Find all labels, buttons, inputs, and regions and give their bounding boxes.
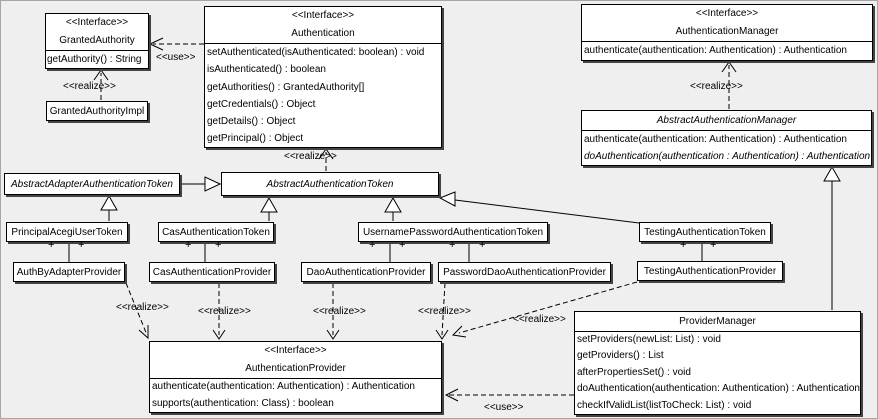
method: getProviders() : List <box>577 350 664 362</box>
realize-label: <<realize>> <box>418 306 471 317</box>
class-name: AbstractAdapterAuthenticationToken <box>11 178 173 190</box>
class-name: Authentication <box>291 28 355 39</box>
method: setAuthenticated(isAuthenticated: boolea… <box>207 47 425 58</box>
class-name: PasswordDaoAuthenticationProvider <box>443 266 606 278</box>
class-name: AuthenticationManager <box>675 26 779 37</box>
class-name: AuthByAdapterProvider <box>16 266 122 278</box>
class-granted-authority-impl: GrantedAuthorityImpl <box>46 101 148 121</box>
class-authentication-manager: <<Interface>> AuthenticationManager auth… <box>581 4 873 61</box>
class-header: <<Interface>> GrantedAuthority <box>46 14 148 51</box>
method: getDetails() : Object <box>207 116 296 128</box>
method: getCredentials() : Object <box>207 98 316 110</box>
multiplicity-plus: + <box>479 239 486 251</box>
use-label: <<use>> <box>156 52 196 63</box>
class-password-dao-authentication-provider: PasswordDaoAuthenticationProvider <box>438 262 611 282</box>
method: isAuthenticated() : boolean <box>207 64 326 76</box>
class-granted-authority: <<Interface>> GrantedAuthority getAuthor… <box>45 13 149 69</box>
multiplicity-plus: + <box>449 239 456 251</box>
class-authentication: <<Interface>> Authentication setAuthenti… <box>204 6 442 148</box>
multiplicity-plus: + <box>399 239 406 251</box>
class-name: GrantedAuthority <box>59 35 135 46</box>
multiplicity-plus: + <box>48 239 55 251</box>
class-name: AbstractAuthenticationToken <box>266 178 394 190</box>
multiplicity-plus: + <box>680 239 687 251</box>
stereotype: <<Interface>> <box>65 17 129 28</box>
class-name: PrincipalAcegiUserToken <box>11 226 123 238</box>
abstract-method: doAuthentication(authentication : Authen… <box>584 151 871 162</box>
class-cas-authentication-provider: CasAuthenticationProvider <box>149 262 275 282</box>
class-cas-authentication-token: CasAuthenticationToken <box>158 222 274 242</box>
multiplicity-plus: + <box>185 239 192 251</box>
multiplicity-plus: + <box>369 239 376 251</box>
method: afterPropertiesSet() : void <box>577 366 691 378</box>
class-name: TestingAuthenticationProvider <box>643 265 777 277</box>
class-abstract-adapter-authentication-token: AbstractAdapterAuthenticationToken <box>4 173 180 195</box>
class-name: TestingAuthenticationToken <box>644 226 766 238</box>
method: getAuthorities() : GrantedAuthority[] <box>207 81 365 93</box>
class-name: AbstractAuthenticationManager <box>582 111 871 131</box>
class-name: ProviderManager <box>575 312 860 332</box>
generalization-usernamepasswordtoken <box>384 196 402 221</box>
method: supports(authentication: Class) : boolea… <box>152 397 334 409</box>
class-abstract-authentication-token: AbstractAuthenticationToken <box>221 172 439 196</box>
use-dependency-authentication-to-grantedauthority <box>148 37 204 51</box>
method: getPrincipal() : Object <box>207 133 304 145</box>
class-testing-authentication-token: TestingAuthenticationToken <box>639 222 771 242</box>
generalization-providermanager-to-abstractauthenticationmanager <box>823 165 841 310</box>
method: authenticate(authentication: Authenticat… <box>584 45 847 56</box>
realize-label: <<realize>> <box>313 306 366 317</box>
class-username-password-authentication-token: UsernamePasswordAuthenticationToken <box>358 222 548 242</box>
class-dao-authentication-provider: DaoAuthenticationProvider <box>301 262 431 282</box>
class-name: GrantedAuthorityImpl <box>49 105 145 117</box>
stereotype: <<Interface>> <box>695 8 759 19</box>
class-name: AuthenticationProvider <box>245 363 346 374</box>
class-principal-acegi-user-token: PrincipalAcegiUserToken <box>6 222 128 242</box>
realize-label: <<realize>> <box>63 81 116 92</box>
stereotype: <<Interface>> <box>264 345 327 356</box>
generalization-testingauthenticationtoken <box>438 191 640 224</box>
realize-label: <<realize>> <box>116 302 169 313</box>
method: getAuthority() : String <box>47 54 142 65</box>
class-name: DaoAuthenticationProvider <box>306 266 426 278</box>
generalization-principalacegiusertoken <box>100 194 118 221</box>
realize-label: <<realize>> <box>690 81 743 92</box>
class-provider-manager: ProviderManager setProviders(newList: Li… <box>574 311 861 415</box>
method: authenticate(authentication: Authenticat… <box>584 134 847 145</box>
method: setProviders(newList: List) : void <box>577 334 721 345</box>
method: doAuthentication(authentication: Authent… <box>577 383 860 395</box>
class-authentication-provider: <<Interface>> AuthenticationProvider aut… <box>149 341 442 413</box>
class-name: CasAuthenticationProvider <box>152 266 272 278</box>
multiplicity-plus: + <box>78 239 85 251</box>
class-header: <<Interface>> Authentication <box>205 7 441 44</box>
class-auth-by-adapter-provider: AuthByAdapterProvider <box>13 262 125 282</box>
multiplicity-plus: + <box>710 239 717 251</box>
class-name: UsernamePasswordAuthenticationToken <box>362 226 544 238</box>
realize-label: <<realize>> <box>198 306 251 317</box>
generalization-casauthenticationtoken <box>260 196 278 221</box>
class-header: <<Interface>> AuthenticationProvider <box>150 342 441 379</box>
stereotype: <<Interface>> <box>291 10 355 21</box>
method: authenticate(authentication: Authenticat… <box>152 381 415 392</box>
method: checkIfValidList(listToCheck: List) : vo… <box>577 399 752 411</box>
class-name: CasAuthenticationToken <box>162 226 270 238</box>
realize-label: <<realize>> <box>284 151 337 162</box>
class-abstract-authentication-manager: AbstractAuthenticationManager authentica… <box>581 110 872 166</box>
use-label: <<use>> <box>484 402 524 413</box>
class-testing-authentication-provider: TestingAuthenticationProvider <box>637 261 783 281</box>
class-header: <<Interface>> AuthenticationManager <box>582 5 872 42</box>
generalization-abstractadaptertoken-to-abstracttoken <box>181 176 222 192</box>
realize-label: <<realize>> <box>513 314 566 325</box>
use-dependency-providermanager-to-authenticationprovider <box>444 388 574 402</box>
multiplicity-plus: + <box>215 239 222 251</box>
